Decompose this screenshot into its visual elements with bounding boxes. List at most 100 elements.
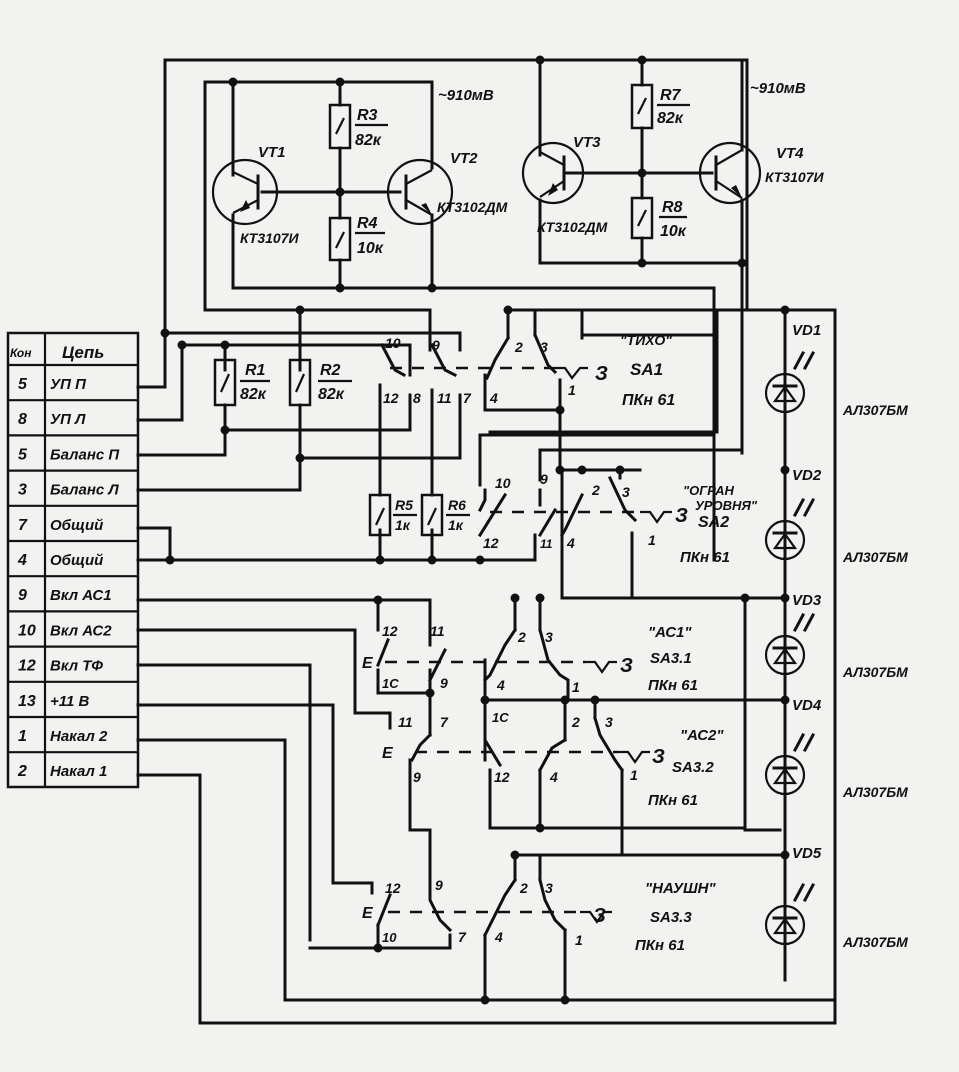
sa32-pin-1: 1: [630, 767, 638, 783]
sa1-ref: SA1: [630, 360, 663, 379]
junction-dot: [637, 55, 647, 65]
junction-dot: [373, 943, 383, 953]
sa2-pin-9: 9: [540, 471, 548, 487]
sa31-latch-mark: З: [620, 655, 633, 677]
sa31-pin-4: 4: [496, 677, 505, 693]
table-row-circuit: Вкл АС1: [50, 587, 112, 604]
r5-value: 1к: [395, 517, 411, 533]
resistor-r7: [630, 83, 654, 130]
table-row-circuit: Общий: [50, 552, 103, 569]
junction-dot: [780, 850, 790, 860]
resistor-r6: [420, 493, 444, 537]
sa31-ref: SA3.1: [650, 650, 692, 667]
table-row-circuit: УП Л: [50, 411, 86, 428]
switch-sa2: З 10 9 2 3 12 11 4 1 "ОГРАН УРОВНЯ" SA2 …: [477, 471, 758, 566]
sa1-latch-mark: З: [595, 363, 608, 385]
sa31-pin-1: 1: [572, 679, 580, 695]
table-row-circuit: Вкл ТФ: [50, 658, 103, 675]
resistor-r1: [213, 358, 237, 407]
sa33-name: "НАУШН": [645, 880, 717, 897]
junction-dot: [615, 465, 625, 475]
sa32-pin-4: 4: [549, 769, 558, 785]
light-emission-arrow-icon: [802, 350, 816, 371]
junction-dot: [510, 593, 520, 603]
junction-dot: [425, 688, 435, 698]
r7-ref: R7: [660, 87, 682, 104]
junction-dot: [503, 305, 513, 315]
sa32-lock-mark: Е: [382, 745, 394, 762]
sa33-pin-3: 3: [545, 880, 553, 896]
table-row-pin: 2: [17, 763, 27, 780]
light-emission-arrow-icon: [792, 497, 806, 518]
amplifier-left: R3 82к R4 10к VT1 КТ3107И VT2 КТ3102ДМ ~…: [211, 80, 508, 290]
table-row-pin: 1: [18, 728, 27, 745]
switch-sa3-2: З Е 11 7 1C 2 3 9 12 4 1 "АС2" SA3.2 ПКн…: [382, 698, 724, 809]
sa32-pin-11: 11: [398, 714, 413, 730]
sa32-latch-mark: З: [652, 746, 665, 768]
junction-dot: [637, 168, 647, 178]
junction-dot: [555, 465, 565, 475]
vt2-ref: VT2: [450, 150, 478, 167]
sa31-pin-1c: 1C: [382, 676, 399, 691]
junction-dot: [780, 305, 790, 315]
junction-dot: [177, 340, 187, 350]
vt3-type: КТ3102ДМ: [537, 219, 608, 235]
vt1-type: КТ3107И: [240, 230, 299, 246]
sa1-pin-4: 4: [489, 390, 498, 406]
switch-sa3-3: З Е 12 9 2 3 10 7 4 1 "НАУШН" SA3.3 ПКн …: [362, 873, 717, 954]
led-type: АЛ307БМ: [842, 402, 908, 418]
led-ref: VD2: [792, 467, 822, 484]
sa32-ref: SA3.2: [672, 759, 714, 776]
sa1-pin-12: 12: [383, 390, 399, 406]
junction-dot: [335, 187, 345, 197]
light-emission-arrow-icon: [792, 612, 806, 633]
r2-ref: R2: [320, 362, 341, 379]
sa1-type: ПКн 61: [622, 392, 675, 409]
sa2-pin-12: 12: [483, 535, 499, 551]
sa2-name-line2: УРОВНЯ": [695, 498, 758, 513]
r6-ref: R6: [448, 497, 466, 513]
sa33-pin-2: 2: [519, 880, 528, 896]
light-emission-arrow-icon: [802, 882, 816, 903]
resistor-r8: [630, 196, 654, 240]
sa33-pin-4: 4: [494, 929, 503, 945]
sa33-pin-1: 1: [575, 932, 583, 948]
junction-dot: [590, 695, 600, 705]
r7-value: 82к: [657, 110, 684, 127]
junction-dot: [637, 258, 647, 268]
junction-dot: [577, 465, 587, 475]
sa33-pin-10: 10: [382, 930, 397, 945]
light-emission-arrow-icon: [792, 350, 806, 371]
sa33-lock-mark: Е: [362, 905, 374, 922]
sa1-pin-3: 3: [540, 339, 548, 355]
junction-dot: [427, 555, 437, 565]
sa32-pin-12: 12: [494, 769, 510, 785]
r8-value: 10к: [660, 223, 687, 240]
vt4-type: КТ3107И: [765, 169, 824, 185]
balance-resistors: R1 82к R2 82к R5 1к R6 1к: [213, 358, 470, 537]
table-row-circuit: Вкл АС2: [50, 622, 112, 639]
led-type: АЛ307БМ: [842, 549, 908, 565]
r2-value: 82к: [318, 386, 345, 403]
r4-ref: R4: [357, 215, 378, 232]
sa33-type: ПКн 61: [635, 937, 685, 954]
sa2-pin-3: 3: [622, 484, 630, 500]
sa32-name: "АС2": [680, 727, 724, 744]
sa31-pin-11: 11: [430, 623, 445, 639]
sa2-latch-mark: З: [675, 505, 688, 527]
sa1-pin-9: 9: [432, 337, 440, 353]
table-row-circuit: УП П: [50, 376, 87, 393]
sa33-pin-9: 9: [435, 877, 443, 893]
led-column: VD1АЛ307БМVD2АЛ307БМVD3АЛ307БМVD4АЛ307БМ…: [764, 322, 908, 950]
sa1-pin-10: 10: [385, 335, 401, 351]
junction-dot: [780, 695, 790, 705]
transistor-vt2: [386, 158, 454, 226]
sa32-pin-7: 7: [440, 714, 449, 730]
junction-dot: [780, 465, 790, 475]
junction-dot: [160, 328, 170, 338]
